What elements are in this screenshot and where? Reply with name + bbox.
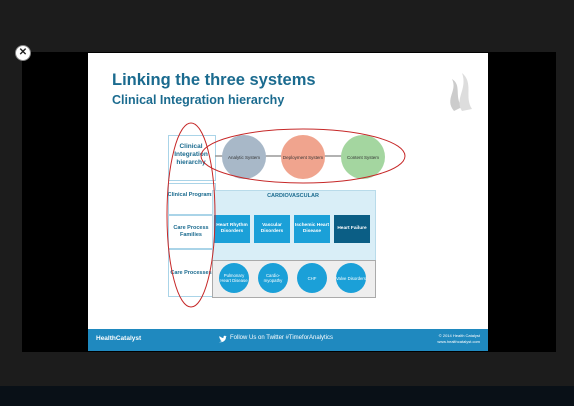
close-button[interactable]: ✕ <box>15 45 31 61</box>
process-valve: Valve Disorders <box>336 263 366 293</box>
close-icon: ✕ <box>18 47 28 58</box>
bg-footer-bar <box>0 386 574 406</box>
process-chf: CHF <box>297 263 327 293</box>
slide-subtitle: Clinical Integration hierarchy <box>112 93 285 107</box>
process-cardiomyopathy: Cardio-myopathy <box>258 263 288 293</box>
slide-title: Linking the three systems <box>112 71 316 89</box>
twitter-icon <box>219 335 227 343</box>
deployment-system-circle: Deployment System <box>281 135 325 179</box>
site-line: www.healthcatalyst.com <box>437 339 480 344</box>
flame-logo-icon <box>450 73 472 111</box>
copyright-line: © 2014 Health Catalyst <box>438 333 480 338</box>
analytic-system-circle: Analytic System <box>222 135 266 179</box>
slide-image: Linking the three systems Clinical Integ… <box>88 53 488 351</box>
slide-footer: HealthCatalyst Follow Us on Twitter #Tim… <box>88 329 488 351</box>
lightbox-modal: Linking the three systems Clinical Integ… <box>22 52 556 352</box>
footer-twitter-text: Follow Us on Twitter #TimeforAnalytics <box>230 335 334 341</box>
family-vascular: Vascular Disorders <box>254 215 290 243</box>
family-heart-failure: Heart Failure <box>334 215 370 243</box>
content-system-circle: Content System <box>341 135 385 179</box>
family-ischemic: Ischemic Heart Disease <box>294 215 330 243</box>
footer-copyright: © 2014 Health Catalyst www.healthcatalys… <box>437 333 480 345</box>
cardiovascular-program-label: CARDIOVASCULAR <box>267 193 319 199</box>
family-heart-rhythm: Heart Rhythm Disorders <box>214 215 250 243</box>
footer-logo: HealthCatalyst <box>96 335 142 342</box>
process-pulmonary: Pulmonary Heart Disease <box>219 263 249 293</box>
